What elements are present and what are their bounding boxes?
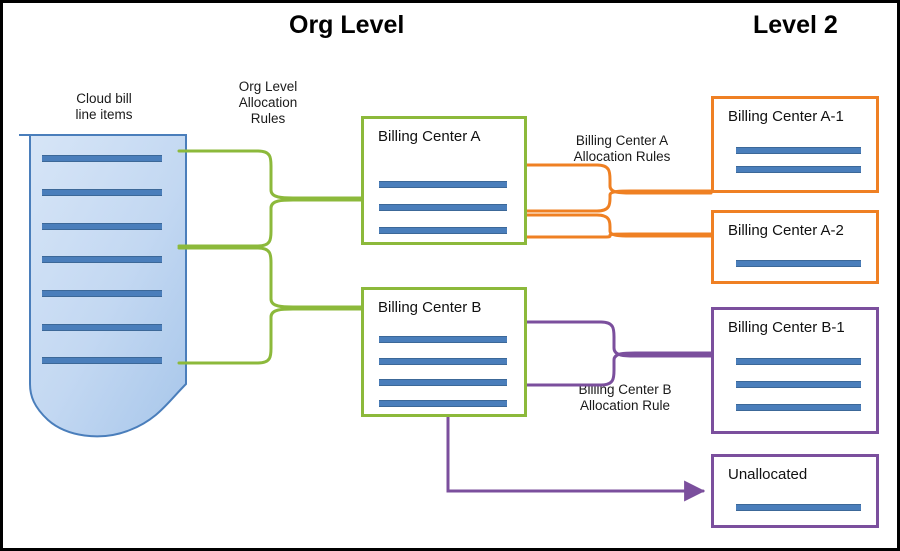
line-item	[42, 155, 162, 162]
line-item	[379, 400, 507, 407]
caption-billing-center-b-allocation-rule: Billing Center B Allocation Rule	[578, 382, 672, 413]
box-billing-center-a[interactable]: Billing Center A	[361, 116, 527, 245]
page-title-level-2: Level 2	[753, 11, 838, 39]
line-item	[379, 181, 507, 188]
page-title-org-level: Org Level	[289, 11, 405, 39]
caption-org-level-allocation-rules: Org Level Allocation Rules	[238, 79, 298, 126]
line-item	[42, 223, 162, 230]
line-item	[42, 189, 162, 196]
box-title: Billing Center A	[378, 128, 481, 145]
box-title: Unallocated	[728, 466, 808, 483]
line-item	[379, 336, 507, 343]
caption-cloud-bill: Cloud bill line items	[75, 91, 133, 122]
line-item	[736, 381, 861, 388]
billing-center-a-connectors	[506, 163, 713, 239]
line-item	[736, 147, 861, 154]
line-item	[736, 404, 861, 411]
box-title: Billing Center A-1	[728, 108, 844, 125]
org-level-connectors	[177, 149, 363, 365]
box-billing-center-b-1[interactable]: Billing Center B-1	[711, 307, 879, 434]
line-item	[736, 260, 861, 267]
box-billing-center-a-1[interactable]: Billing Center A-1	[711, 96, 879, 193]
line-item	[736, 504, 861, 511]
line-item	[42, 290, 162, 297]
box-title: Billing Center B	[378, 299, 482, 316]
caption-billing-center-a-allocation-rules: Billing Center A Allocation Rules	[573, 133, 671, 164]
line-item	[736, 166, 861, 173]
line-item	[379, 379, 507, 386]
box-title: Billing Center A-2	[728, 222, 844, 239]
line-item	[42, 357, 162, 364]
box-billing-center-a-2[interactable]: Billing Center A-2	[711, 210, 879, 284]
line-item	[736, 358, 861, 365]
box-title: Billing Center B-1	[728, 319, 845, 336]
box-unallocated[interactable]: Unallocated	[711, 454, 879, 528]
line-item	[379, 358, 507, 365]
document-outline	[19, 134, 187, 438]
cloud-bill-document	[18, 134, 188, 439]
line-item	[379, 204, 507, 211]
line-item	[42, 324, 162, 331]
line-item	[42, 256, 162, 263]
box-billing-center-b[interactable]: Billing Center B	[361, 287, 527, 417]
line-item	[379, 227, 507, 234]
